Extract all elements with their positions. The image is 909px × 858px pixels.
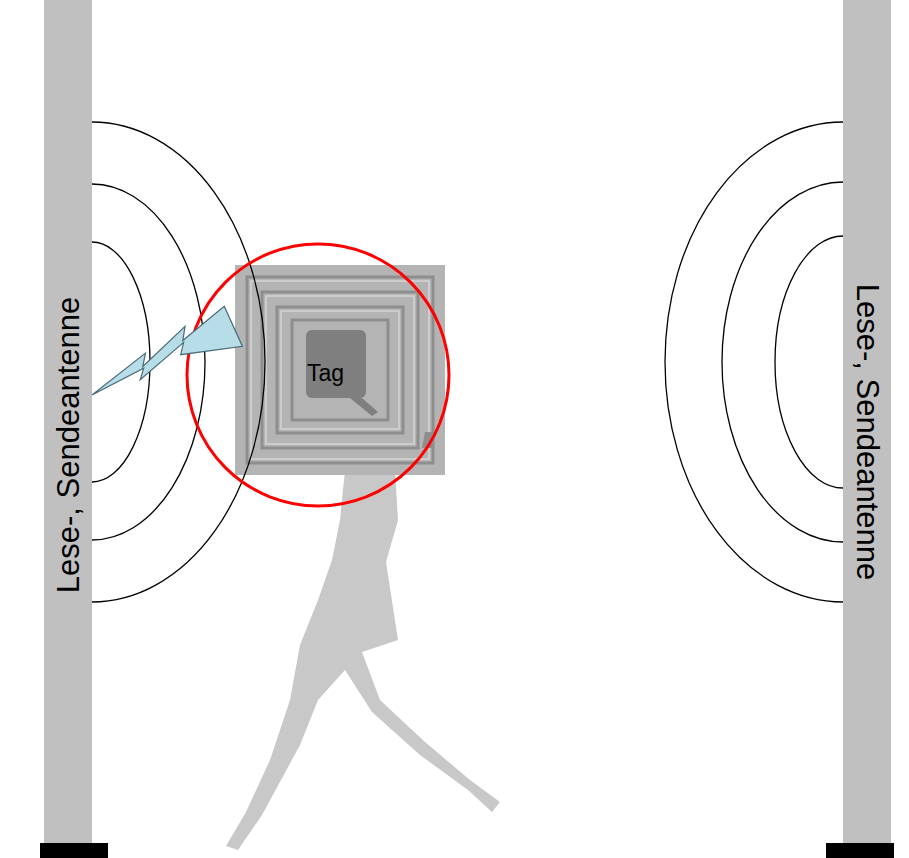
tag-coil-highlight xyxy=(251,281,429,459)
signal-bolt xyxy=(92,306,242,395)
node-label: Lese-, Sendeantenne xyxy=(53,297,84,593)
antenna-base xyxy=(826,843,894,858)
highlight-circle xyxy=(187,244,449,506)
node-label: Tag xyxy=(307,362,344,385)
antenna-bar: Lese-, Sendeantenne xyxy=(44,0,92,843)
person-silhouette xyxy=(226,470,500,850)
node-label: Lese-, Sendeantenne xyxy=(852,284,883,580)
antenna-base xyxy=(40,843,108,858)
tag-body xyxy=(235,265,445,475)
field-lines xyxy=(92,122,843,602)
tag-coil xyxy=(247,277,433,463)
tag-chip-lead xyxy=(350,392,378,416)
rfid-tag: Tag xyxy=(235,265,445,475)
antenna-bar: Lese-, Sendeantenne xyxy=(843,0,891,843)
tag-chip xyxy=(306,330,366,398)
